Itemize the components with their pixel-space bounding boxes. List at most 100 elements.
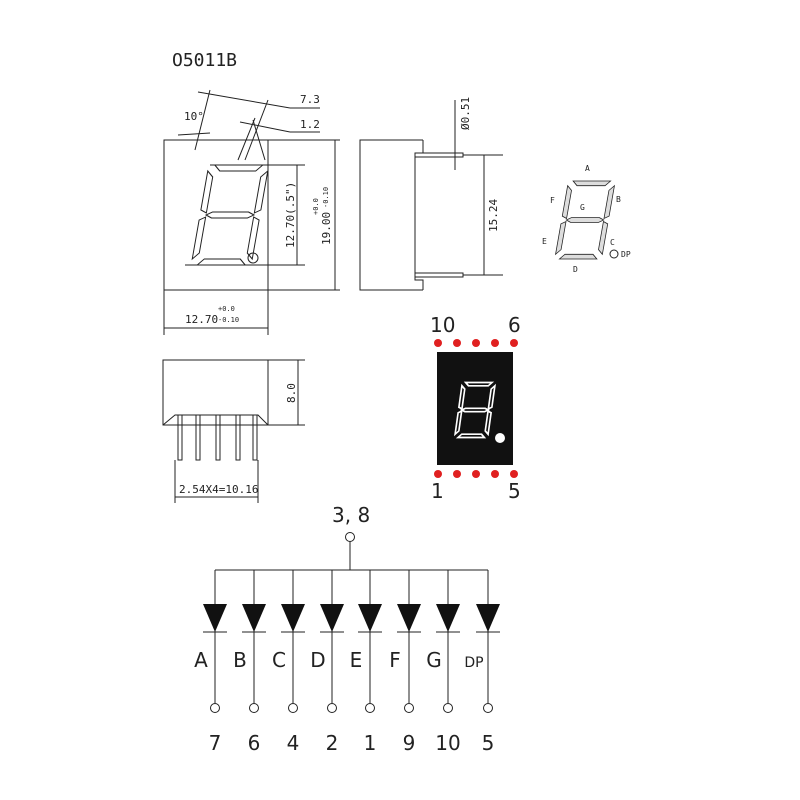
pin-terminal [288,703,298,713]
pin-label-5: 5 [508,479,521,503]
dim-height: 19.00 [320,212,333,245]
diode-icon [242,604,266,632]
pin-number: 4 [287,731,300,755]
segment-e [191,216,207,261]
segment-b [253,169,269,214]
dim-pin-spacing: 15.24 [487,199,500,232]
bottom-pin [252,414,258,461]
dim-segment-thickness: 1.2 [300,118,320,131]
common-terminal [345,532,355,542]
diode-branch-e: E1 [350,570,382,755]
diode-icon [320,604,344,632]
display-decimal-point [495,433,505,443]
dim-width-tol-plus: +0.0 [218,305,235,313]
segment-label: E [350,648,363,672]
segment-e [453,409,463,437]
segment-f [561,184,572,220]
pin-label-1: 1 [431,479,444,503]
dim-digit-height: 12.70(.5") [284,182,297,248]
pin-number: 7 [209,731,222,755]
diode-icon [476,604,500,632]
diode-branch-b: B6 [233,570,266,755]
diode-icon [436,604,460,632]
diode-branch-f: F9 [389,570,421,755]
pin-terminal [327,703,337,713]
segment-g [459,407,491,413]
diode-icon [203,604,227,632]
segment-label: D [310,648,325,672]
bottom-pin [195,414,201,461]
segment-b [487,383,497,411]
dim-segment-width: 7.3 [300,93,320,106]
segment-c [484,409,493,437]
segment-g [565,217,605,223]
dim-height-tol-plus: +0.0 [312,198,320,215]
common-anode-label: 3, 8 [332,503,370,527]
segment-label: DP [464,655,483,671]
pin-terminal [443,703,453,713]
part-number-title: O5011B [172,50,237,71]
pin-dot [491,470,499,478]
pin-dot [434,470,442,478]
dp-marker [609,249,619,259]
diode-icon [397,604,421,632]
segment-label: G [426,648,442,672]
segment-label-f: F [550,196,555,205]
pin-number: 2 [326,731,339,755]
segment-c [246,216,260,261]
pin-dot [434,339,442,347]
pin-terminal [210,703,220,713]
pin-terminal [483,703,493,713]
segment-label: A [194,648,208,672]
segment-label-g: G [580,203,585,212]
pin-terminal [365,703,375,713]
pin-dot [472,470,480,478]
dim-width: 12.70 [185,313,218,326]
bottom-pin [215,414,221,461]
segment-label-d: D [573,265,578,274]
segment-d [558,253,598,260]
pin-label-6: 6 [508,313,521,337]
segment-label: B [233,648,247,672]
pin-terminal [249,703,259,713]
segment-map: A B C D E F G DP [542,164,631,274]
diode-branch-c: C4 [272,570,305,755]
segment-a [463,381,495,387]
segment-c [598,220,609,256]
segment-label-dp: DP [621,250,631,259]
diode-branch-a: A7 [194,570,227,755]
segment-label: F [389,648,401,672]
bottom-pin [235,414,241,461]
segment-a [572,180,612,187]
pinout-view: 10 6 1 5 [430,313,521,503]
segment-f [200,169,214,214]
segment-label-b: B [616,195,621,204]
diode-branch-dp: DP5 [464,570,500,755]
diode-icon [358,604,382,632]
segment-label-c: C [610,238,615,247]
segment-b [603,184,616,220]
side-view: Ø0.51 15.24 [359,97,503,291]
diode-branch-d: D2 [310,570,344,755]
dim-angle: 10° [184,110,204,123]
segment-e [554,220,567,256]
diode-branch-g: G 10 [426,570,461,755]
diode-icon [281,604,305,632]
segment-d [455,433,487,439]
segment-g [204,211,256,219]
pin-number: 9 [403,731,416,755]
segment-a [213,164,265,172]
bottom-view: 8.0 2.54X4=10.16 [162,359,305,503]
pin-number: 10 [435,731,460,755]
pin-terminal [404,703,414,713]
front-digit-outline [191,164,269,266]
segment-label-a: A [585,164,590,173]
segment-label: C [272,648,286,672]
pin-dot [510,470,518,478]
segment-f [457,383,466,411]
dim-width-tol-minus: -0.10 [218,316,239,324]
dim-height-tol-minus: -0.10 [322,187,330,208]
segment-d [195,258,247,266]
pin-dot [491,339,499,347]
